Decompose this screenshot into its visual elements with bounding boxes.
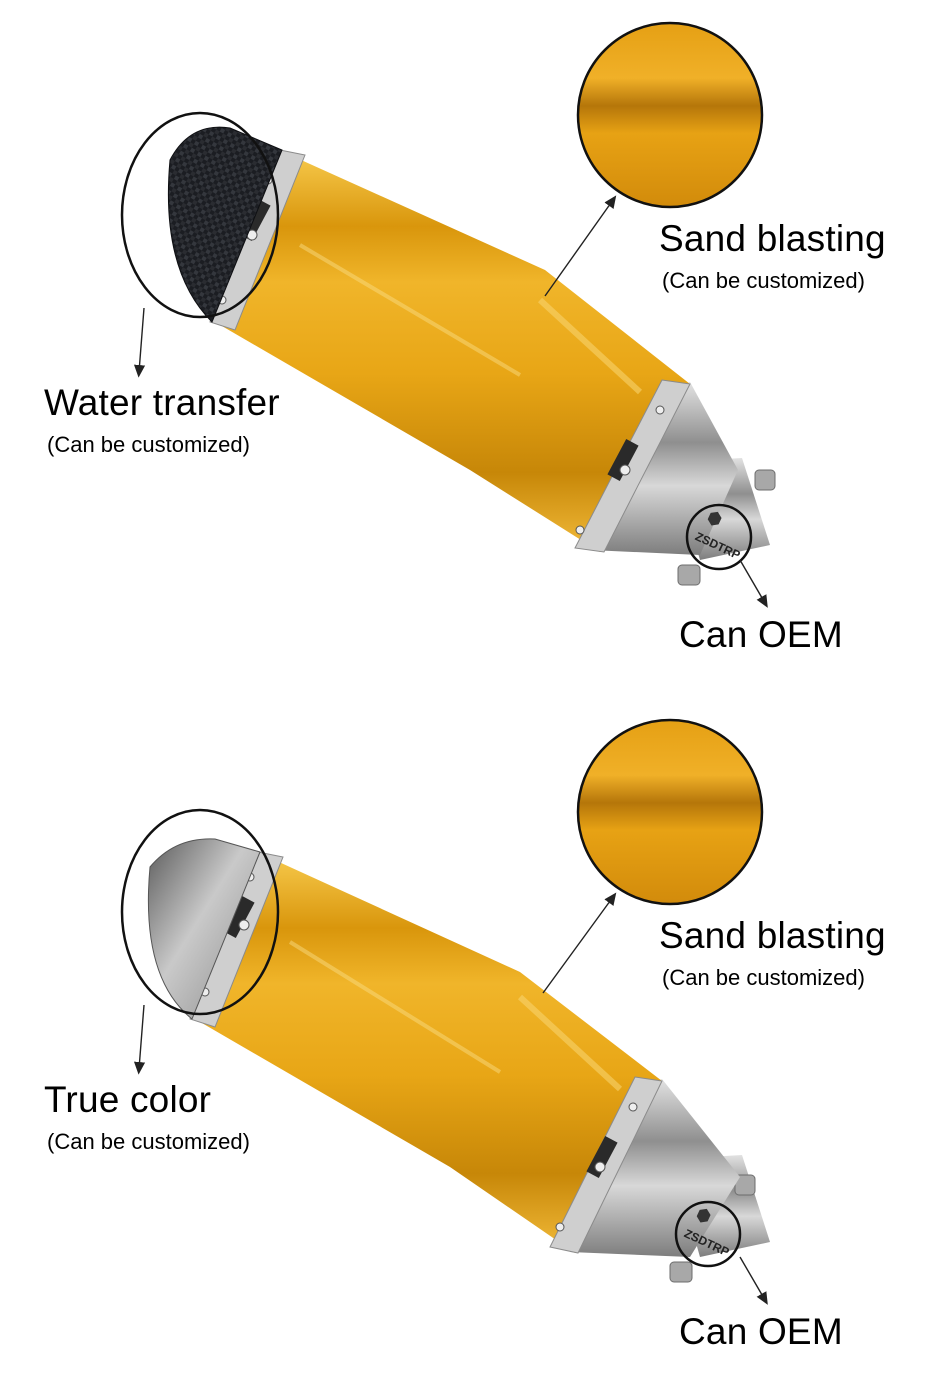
- rear-band: [549, 1076, 663, 1254]
- tip-callout-circle: [120, 808, 280, 1075]
- carbon-fiber-tip: [167, 126, 283, 323]
- muffler-body: [195, 857, 662, 1253]
- tip-callout-circle: [120, 111, 280, 378]
- muffler-body: [215, 155, 690, 552]
- swatch-label: Sand blasting: [659, 915, 886, 956]
- muffler-illustration: ZSDTRP: [120, 21, 776, 608]
- sand-blasting-swatch: [544, 21, 764, 297]
- rear-band: [574, 379, 691, 553]
- sand-blasting-swatch: [542, 718, 764, 994]
- tip-note: (Can be customized): [47, 1129, 250, 1154]
- steel-tip: [147, 838, 261, 1020]
- tip-label: True color: [44, 1079, 212, 1120]
- logo-label: Can OEM: [679, 1311, 843, 1352]
- tip-note: (Can be customized): [47, 432, 250, 457]
- muffler-illustration: ZSDTRP: [120, 718, 770, 1305]
- logo-label: Can OEM: [679, 614, 843, 655]
- swatch-note: (Can be customized): [662, 268, 865, 293]
- swatch-note: (Can be customized): [662, 965, 865, 990]
- product-panel-top: ZSDTRP Sand blasting (Can be customized)…: [44, 21, 886, 655]
- swatch-label: Sand blasting: [659, 218, 886, 259]
- product-panel-bottom: ZSDTRP Sand blasting (Can be customized)…: [0, 697, 950, 1393]
- muffler-end-cone: [570, 1079, 740, 1257]
- tip-label: Water transfer: [44, 382, 280, 423]
